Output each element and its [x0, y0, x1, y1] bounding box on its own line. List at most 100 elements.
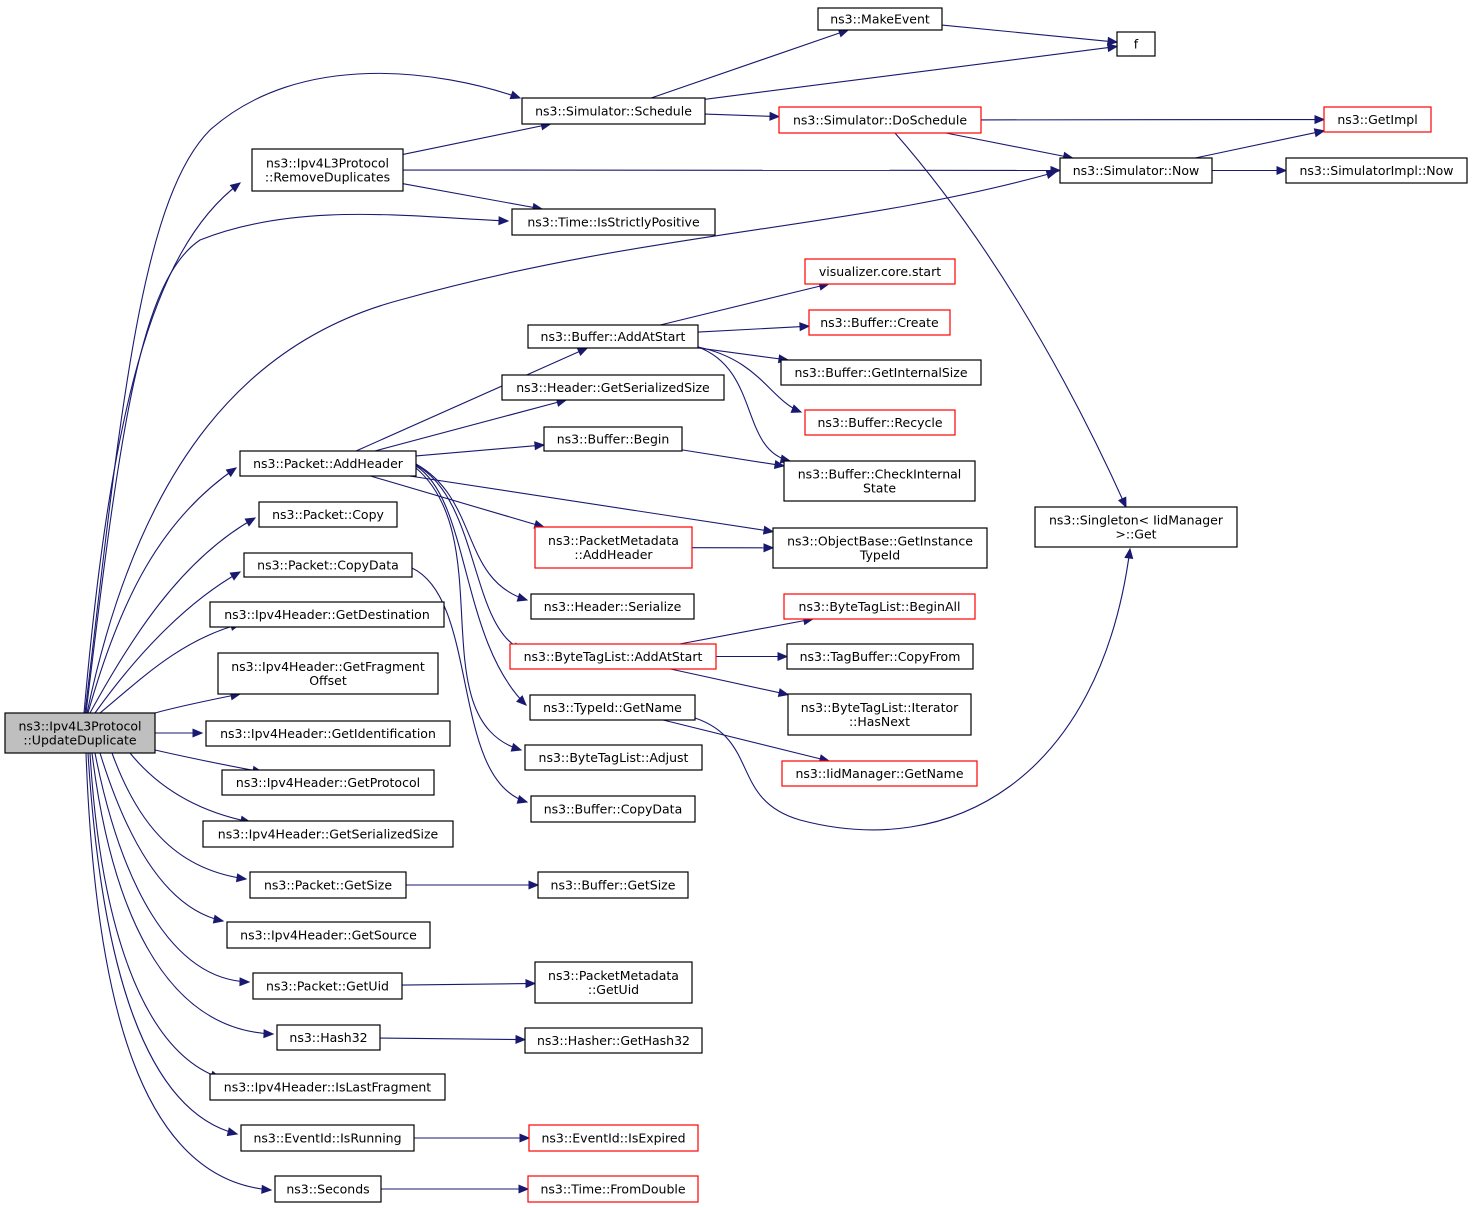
- node-bufCopyData[interactable]: ns3::Buffer::CopyData: [530, 795, 696, 823]
- node-btlBeginAll[interactable]: ns3::ByteTagList::BeginAll: [783, 593, 976, 620]
- node-evRunning[interactable]: ns3::EventId::IsRunning: [240, 1124, 415, 1152]
- node-bufInternalSize[interactable]: ns3::Buffer::GetInternalSize: [780, 359, 982, 386]
- arrowhead-icon: [534, 441, 546, 451]
- node-box: [781, 760, 978, 787]
- edge-line: [941, 24, 1118, 43]
- node-bufRecycle[interactable]: ns3::Buffer::Recycle: [804, 409, 956, 436]
- edge-line: [87, 752, 238, 1135]
- node-box: [1116, 31, 1156, 57]
- node-label: ns3::ObjectBase::GetInstance: [787, 534, 973, 549]
- node-bufCreate[interactable]: ns3::Buffer::Create: [808, 309, 951, 336]
- node-isLastFrag[interactable]: ns3::Ipv4Header::IsLastFragment: [209, 1073, 446, 1101]
- node-pktAddHeader[interactable]: ns3::Packet::AddHeader: [239, 450, 417, 477]
- node-label: ns3::Ipv4Header::GetFragment: [231, 659, 425, 674]
- node-bufGetSize[interactable]: ns3::Buffer::GetSize: [537, 871, 689, 899]
- node-simNow[interactable]: ns3::Simulator::Now: [1059, 157, 1213, 184]
- node-box: [780, 359, 982, 386]
- node-pktGetUid[interactable]: ns3::Packet::GetUid: [252, 972, 403, 1000]
- edge-doSchedule-to-getImpl: [980, 115, 1326, 125]
- edge-line: [85, 213, 509, 714]
- edge-line: [154, 749, 263, 773]
- node-getImpl[interactable]: ns3::GetImpl: [1323, 106, 1432, 133]
- arrowhead-icon: [515, 1034, 527, 1045]
- edge-line: [99, 752, 224, 922]
- node-bufBegin[interactable]: ns3::Buffer::Begin: [543, 426, 683, 452]
- node-root[interactable]: ns3::Ipv4L3Protocol::UpdateDuplicate: [4, 712, 156, 754]
- node-bufAddAtStart[interactable]: ns3::Buffer::AddAtStart: [527, 324, 699, 349]
- node-iidName[interactable]: ns3::IidManager::GetName: [781, 760, 978, 787]
- node-box: [543, 426, 683, 452]
- node-pmAddHeader[interactable]: ns3::PacketMetadata::AddHeader: [534, 526, 693, 569]
- edge-line: [670, 668, 789, 696]
- node-getProto[interactable]: ns3::Ipv4Header::GetProtocol: [221, 769, 435, 796]
- node-pmGetUid[interactable]: ns3::PacketMetadata::GetUid: [534, 961, 693, 1004]
- arrowhead-icon: [263, 1029, 275, 1039]
- node-label: ns3::Hash32: [289, 1030, 367, 1045]
- edge-pktGetSize-to-bufGetSize: [406, 880, 540, 890]
- node-label: ns3::Ipv4L3Protocol: [266, 156, 389, 171]
- node-ipSerSize[interactable]: ns3::Ipv4Header::GetSerializedSize: [202, 820, 454, 848]
- node-seconds[interactable]: ns3::Seconds: [274, 1175, 382, 1203]
- edge-seconds-to-fromDouble: [381, 1184, 530, 1194]
- node-label: ns3::ByteTagList::AddAtStart: [524, 649, 703, 664]
- edge-pktAddHeader-to-hdrSerialize: [415, 463, 529, 602]
- node-label: ns3::Buffer::GetInternalSize: [794, 365, 967, 380]
- edge-line: [697, 347, 789, 361]
- node-getIdent[interactable]: ns3::Ipv4Header::GetIdentification: [205, 720, 451, 747]
- node-label: visualizer.core.start: [819, 264, 941, 279]
- node-box: [534, 526, 693, 569]
- node-doSchedule[interactable]: ns3::Simulator::DoSchedule: [778, 106, 982, 134]
- edge-line: [411, 567, 528, 803]
- node-label: ns3::Ipv4Header::GetSource: [240, 928, 417, 943]
- node-hasherHash[interactable]: ns3::Hasher::GetHash32: [524, 1027, 703, 1054]
- edge-root-to-pktCopyData: [94, 571, 242, 714]
- node-btlAddAtStart[interactable]: ns3::ByteTagList::AddAtStart: [509, 643, 717, 670]
- node-typeIdName[interactable]: ns3::TypeId::GetName: [529, 694, 696, 721]
- node-box: [243, 552, 413, 578]
- node-label: ns3::Ipv4Header::IsLastFragment: [224, 1080, 432, 1095]
- node-f[interactable]: f: [1116, 31, 1156, 57]
- node-strictPos[interactable]: ns3::Time::IsStrictlyPositive: [511, 208, 716, 236]
- node-label: TypeId: [859, 548, 900, 563]
- node-getSource[interactable]: ns3::Ipv4Header::GetSource: [226, 921, 431, 949]
- edge-root-to-isLastFrag: [89, 752, 222, 1080]
- arrowhead-icon: [1107, 36, 1119, 46]
- node-hdrSerialize[interactable]: ns3::Header::Serialize: [530, 593, 695, 620]
- node-removeDup[interactable]: ns3::Ipv4L3Protocol::RemoveDuplicates: [251, 148, 404, 192]
- edge-line: [945, 132, 1073, 159]
- node-pktGetSize[interactable]: ns3::Packet::GetSize: [249, 871, 407, 899]
- arrowhead-icon: [229, 571, 242, 581]
- node-label: ns3::Simulator::Now: [1073, 163, 1200, 178]
- node-label: ns3::EventId::IsExpired: [541, 1131, 685, 1146]
- node-fromDouble[interactable]: ns3::Time::FromDouble: [527, 1175, 699, 1203]
- node-tagCopyFrom[interactable]: ns3::TagBuffer::CopyFrom: [786, 643, 974, 670]
- node-pktCopyData[interactable]: ns3::Packet::CopyData: [243, 552, 413, 578]
- arrowhead-icon: [516, 795, 529, 804]
- node-btlAdjust[interactable]: ns3::ByteTagList::Adjust: [524, 744, 703, 771]
- node-schedule[interactable]: ns3::Simulator::Schedule: [521, 97, 706, 125]
- node-vizStart[interactable]: visualizer.core.start: [804, 258, 956, 285]
- node-label: f: [1134, 37, 1139, 52]
- node-box: [205, 720, 451, 747]
- node-btlHasNext[interactable]: ns3::ByteTagList::Iterator::HasNext: [787, 693, 972, 736]
- arrowhead-icon: [528, 880, 540, 890]
- node-label: ns3::SimulatorImpl::Now: [1299, 163, 1453, 178]
- edge-root-to-pktCopy: [89, 517, 257, 714]
- node-evExpired[interactable]: ns3::EventId::IsExpired: [528, 1124, 699, 1152]
- node-box: [527, 1175, 699, 1203]
- node-box: [252, 972, 403, 1000]
- node-getDest[interactable]: ns3::Ipv4Header::GetDestination: [209, 601, 445, 628]
- node-pktCopy[interactable]: ns3::Packet::Copy: [258, 501, 398, 528]
- node-box: [1285, 157, 1468, 184]
- node-implNow[interactable]: ns3::SimulatorImpl::Now: [1285, 157, 1468, 184]
- node-label: ns3::ByteTagList::Adjust: [539, 750, 689, 765]
- node-hdrSerSize[interactable]: ns3::Header::GetSerializedSize: [501, 374, 725, 401]
- node-hash32[interactable]: ns3::Hash32: [276, 1024, 381, 1051]
- node-makeEvent[interactable]: ns3::MakeEvent: [817, 7, 943, 31]
- node-singleton[interactable]: ns3::Singleton< IidManager>::Get: [1034, 506, 1238, 548]
- node-label: ns3::Packet::Copy: [272, 507, 384, 522]
- edge-line: [650, 29, 849, 99]
